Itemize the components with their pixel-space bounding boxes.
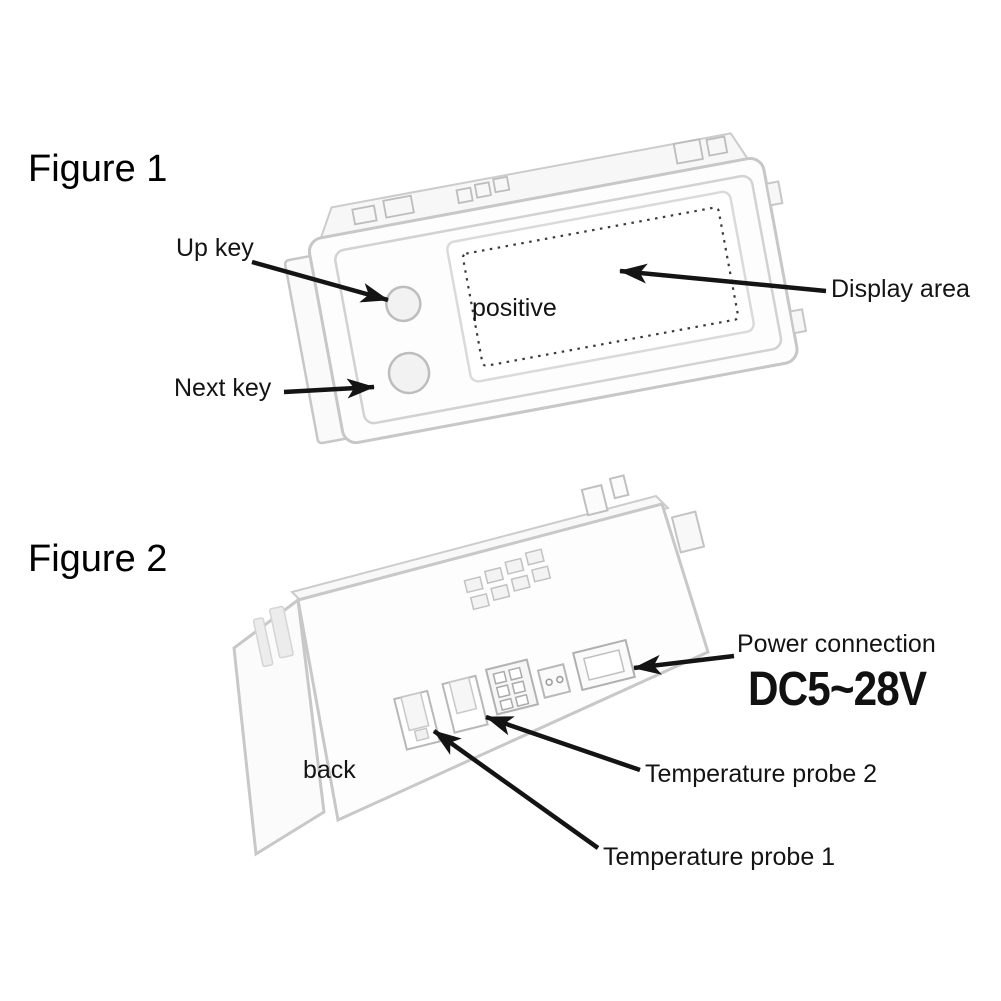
device-front-bezel: [334, 174, 783, 425]
arrow-temperature-probe-2: [485, 714, 641, 773]
figure1-title: Figure 1: [28, 148, 168, 190]
device-front-right-tabs: [765, 180, 808, 335]
next-key-label: Next key: [174, 374, 272, 402]
back-label: back: [303, 756, 356, 784]
temperature-probe-2-connector[interactable]: [441, 674, 489, 734]
display-area-dotted-outline: [461, 206, 740, 367]
arrow-display-area: [619, 263, 827, 294]
aux-connector: [536, 663, 572, 699]
side-face-marks: [252, 605, 294, 668]
temperature-probe-1-label: Temperature probe 1: [603, 843, 836, 871]
arrow-temperature-probe-1: [432, 729, 600, 850]
up-key-label: Up key: [176, 234, 254, 262]
temperature-probe-2-label: Temperature probe 2: [645, 760, 878, 788]
back-face-print: [463, 548, 552, 611]
power-connection-label: Power connection: [737, 630, 936, 658]
display-area-label: Display area: [831, 275, 970, 303]
arrow-up-key: [251, 259, 389, 303]
positive-label: positive: [472, 294, 557, 322]
device-back-right-bracket: [670, 510, 706, 554]
arrow-power-connection: [633, 653, 735, 675]
device-back-sketch: [232, 474, 710, 857]
device-front-sketch: [283, 132, 808, 445]
pin-header-block: [484, 658, 540, 716]
arrow-next-key: [283, 378, 375, 399]
device-front-top-details: [351, 135, 729, 226]
temperature-probe-1-connector[interactable]: [393, 689, 442, 751]
up-key-button[interactable]: [384, 284, 424, 324]
next-key-button[interactable]: [386, 350, 433, 397]
power-voltage-label: DC5~28V: [748, 663, 927, 716]
annotation-arrows: [251, 259, 827, 850]
display-window: [446, 190, 755, 383]
device-back-face: [296, 502, 710, 823]
device-back-top-tabs: [580, 474, 630, 517]
power-connector[interactable]: [571, 638, 637, 692]
figure2-title: Figure 2: [28, 538, 168, 580]
